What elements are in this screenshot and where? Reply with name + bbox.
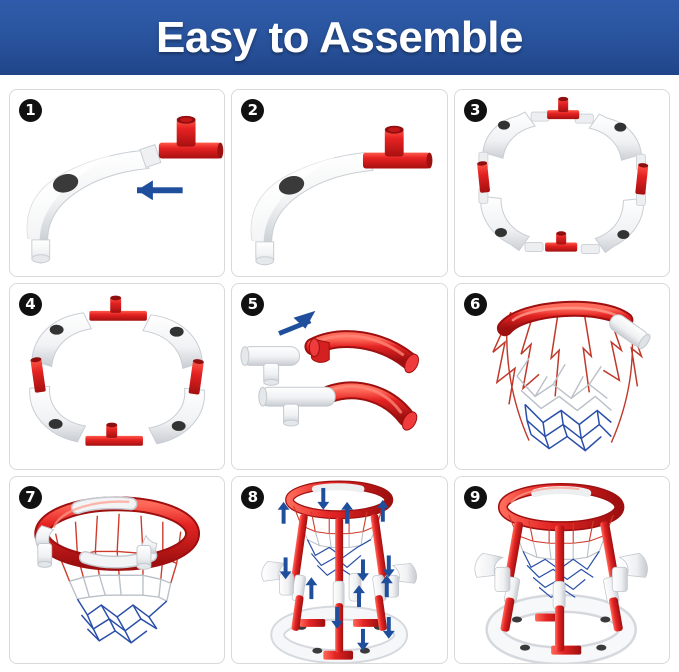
- header-banner: Easy to Assemble: [0, 0, 679, 75]
- step-panel-1: 1: [9, 89, 226, 277]
- step-panel-4: 4: [9, 282, 226, 471]
- step-panel-7: 7: [9, 476, 226, 664]
- step-7-illustration: [10, 477, 224, 663]
- step-4-illustration: [10, 284, 224, 470]
- step-panel-3: 3: [453, 89, 670, 277]
- step-number-badge: 8: [241, 486, 265, 510]
- step-number-badge: 6: [463, 292, 487, 316]
- step-6-illustration: [455, 284, 669, 470]
- step-3-illustration: [455, 90, 669, 276]
- step-5-illustration: [232, 284, 446, 470]
- step-panel-2: 2: [231, 89, 448, 277]
- page-title: Easy to Assemble: [156, 12, 524, 62]
- step-number-badge: 2: [241, 99, 265, 122]
- step-8-illustration: [232, 477, 446, 663]
- direction-arrow-icon: [137, 180, 183, 201]
- step-number-badge: 5: [241, 292, 265, 316]
- step-number-badge: 3: [463, 99, 487, 122]
- step-number-badge: 7: [19, 486, 42, 510]
- step-number-badge: 9: [463, 486, 487, 510]
- step-panel-9: 9: [453, 476, 670, 664]
- step-1-illustration: [10, 90, 224, 276]
- step-9-illustration: [455, 477, 669, 663]
- step-panel-6: 6: [453, 282, 670, 471]
- steps-grid: 1: [9, 89, 670, 664]
- direction-arrow-icon: [278, 310, 316, 336]
- direction-arrow-icon: [277, 488, 396, 652]
- step-panel-8: 8: [231, 476, 448, 664]
- step-2-illustration: [232, 90, 446, 276]
- step-number-badge: 4: [19, 292, 42, 316]
- step-number-badge: 1: [19, 99, 42, 122]
- step-panel-5: 5: [231, 282, 448, 471]
